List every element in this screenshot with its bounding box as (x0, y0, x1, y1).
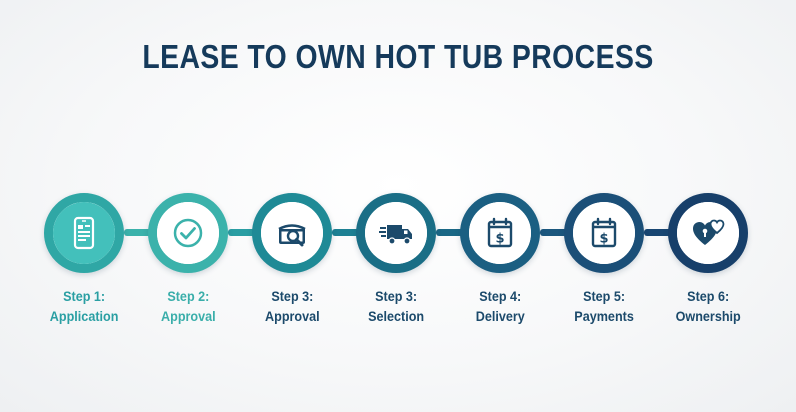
step-number: Step 3: (270, 288, 314, 304)
calendar-dollar-icon: $ (487, 217, 513, 248)
step-name: Approval (264, 308, 320, 324)
checkmark-icon (173, 218, 203, 248)
step-label: Step 5: Payments (574, 286, 634, 326)
step-label: Step 1: Application (50, 286, 119, 326)
process-step-3: Step 3: Approval (232, 193, 352, 326)
step-circle: $ (564, 193, 644, 273)
phone-form-icon (73, 216, 95, 250)
connector-line (228, 229, 260, 236)
step-label: Step 3: Selection (368, 286, 424, 326)
connector-line (332, 229, 364, 236)
step-number: Step 1: (62, 288, 105, 304)
process-step-2: Step 2: Approval (128, 193, 248, 326)
page-title: LEASE TO OWN HOT TUB PROCESS (142, 38, 654, 75)
connector-line (436, 229, 468, 236)
step-name: Ownership (675, 308, 741, 324)
step-circle: $ (460, 193, 540, 273)
step-name: Payments (574, 308, 634, 324)
heart-lock-icon (693, 219, 725, 245)
step-label: Step 2: Approval (161, 286, 216, 326)
connector-line (644, 229, 676, 236)
step-name: Selection (367, 308, 425, 324)
process-step-6: $ Step 5: Payments (544, 193, 664, 326)
connector-line (540, 229, 572, 236)
step-circle (252, 193, 332, 273)
step-name: Delivery (475, 308, 525, 324)
step-number: Step 6: (686, 288, 729, 304)
calendar-dollar-icon: $ (591, 217, 617, 248)
svg-text:$: $ (495, 232, 504, 247)
step-name: Application (49, 308, 119, 324)
process-step-7: Step 6: Ownership (648, 193, 768, 326)
step-number: Step 5: (582, 288, 626, 304)
step-label: Step 3: Approval (265, 286, 320, 326)
process-step-4: Step 3: Selection (336, 193, 456, 326)
step-name: Approval (160, 308, 216, 324)
process-step-1: Step 1: Application (24, 193, 144, 326)
step-number: Step 3: (374, 288, 418, 304)
step-circle (668, 193, 748, 273)
svg-text:$: $ (599, 232, 608, 247)
delivery-truck-icon (379, 225, 412, 245)
step-number: Step 2: (166, 288, 210, 304)
step-circle (148, 193, 228, 273)
hot-tub-search-icon (278, 224, 306, 247)
step-circle (44, 193, 124, 273)
process-step-5: $ Step 4: Delivery (440, 193, 560, 326)
step-number: Step 4: (478, 288, 521, 304)
step-label: Step 6: Ownership (675, 286, 740, 326)
connector-line (124, 229, 156, 236)
step-circle (356, 193, 436, 273)
step-label: Step 4: Delivery (475, 286, 524, 326)
